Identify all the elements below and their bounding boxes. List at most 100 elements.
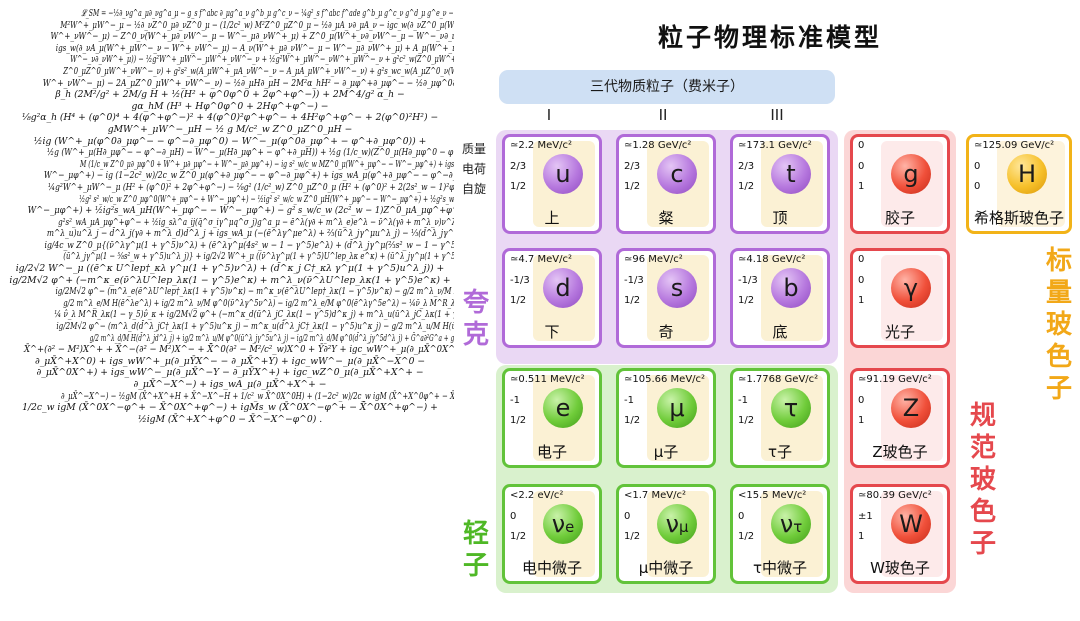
lagrangian-line: ¼ ν̂_λ M^R_λκ(1 − γ_5)ν̂_κ + ig/2M√2 φ^+… <box>54 309 454 321</box>
particle-name: 希格斯玻色子 <box>973 209 1064 227</box>
particle-name: 光子 <box>884 323 915 341</box>
particle-charge: 2/3 <box>510 161 527 172</box>
particle-name: μ子 <box>653 443 679 461</box>
fermion-banner: 三代物质粒子（费米子） <box>499 70 835 104</box>
particle-name: 底 <box>772 323 788 341</box>
particle-charge: 0 <box>858 275 865 286</box>
particle-ball: νμ <box>657 504 697 544</box>
particle-name: 奇 <box>658 323 674 341</box>
lagrangian-line: igs_w(∂_νA_μ(W^+_μW^−_ν − W^+_νW^−_μ) − … <box>55 42 454 54</box>
particle-name: τ中微子 <box>752 559 808 577</box>
lagrangian-line: ig/2√2 W^−_μ ((ē^κ U^lep†_κλ γ^μ(1 + γ^5… <box>15 263 445 275</box>
lagrangian-line: Z^0_μZ^0_μW^+_νW^−_ν) + g²s²_w(A_μW^+_μA… <box>63 65 454 77</box>
particle-spin: 1/2 <box>738 295 755 306</box>
particle-spin: 1/2 <box>738 181 755 192</box>
particle-ball: u <box>543 154 583 194</box>
particle-charm: ≃1.28 GeV/c² 2/3 1/2 c 粲 <box>616 134 716 234</box>
particle-mass: ≃1.28 GeV/c² <box>624 140 692 151</box>
lagrangian-line: ∂_μX̄^−X^−) − ½gM (X̄^+X^+H + X̄^−X^−H +… <box>61 390 454 402</box>
lagrangian-line: W^−_μφ^+) − ig (1−2c²_w)/2c_w Z^0_μ(φ^+∂… <box>43 170 454 182</box>
particle-symbol: u <box>555 160 571 188</box>
particle-name: 顶 <box>772 209 788 227</box>
particle-symbol: d <box>555 274 571 302</box>
particle-symbol: e <box>555 394 571 422</box>
particle-charge: -1 <box>738 395 748 406</box>
lagrangian-equation: 𝓛_SM = −½∂_νg^a_μ∂_νg^a_μ − g_s f^abc ∂_… <box>6 8 454 616</box>
particle-name: 粲 <box>658 209 674 227</box>
particle-mass: ≃96 MeV/c² <box>624 254 683 265</box>
particle-charge: 2/3 <box>738 161 755 172</box>
particle-mass: ≃4.18 GeV/c² <box>738 254 806 265</box>
lagrangian-line: 1/2c_w igM (X̄^0X^−φ^+ − X̄^0X^+φ^−) + i… <box>22 402 438 414</box>
particle-charge: 0 <box>974 161 981 172</box>
particle-symbol: ντ <box>779 510 803 538</box>
particle-name: 上 <box>544 209 560 227</box>
particle-name: W玻色子 <box>870 559 930 577</box>
particle-symbol: γ <box>903 274 919 302</box>
particle-spin: 1/2 <box>624 415 641 426</box>
lagrangian-line: ig/2M√2 φ^+ (−m^κ_e(ν̄^λU^lep_λκ(1 − γ^5… <box>9 274 451 286</box>
particle-symbol: g <box>903 160 919 188</box>
lagrangian-line: ½g² s²_w/c_w Z^0_μφ^0(W^+_μφ^− + W^−_μφ^… <box>79 193 454 205</box>
particle-charge: 2/3 <box>624 161 641 172</box>
particle-symbol: c <box>670 160 684 188</box>
particle-mass: 0 <box>858 254 865 265</box>
particle-spin: 1/2 <box>738 531 755 542</box>
particle-ball: τ <box>771 388 811 428</box>
particle-spin: 1/2 <box>510 415 527 426</box>
particle-symbol: μ <box>669 394 685 422</box>
particle-symbol: τ <box>783 394 799 422</box>
particle-ball: d <box>543 268 583 308</box>
generation-3-label: III <box>770 106 784 124</box>
particle-mass: ≃91.19 GeV/c² <box>858 374 932 385</box>
particle-mass: ≃2.2 MeV/c² <box>510 140 572 151</box>
lagrangian-line: m^λ_u)u^λ_j − d̄^λ_j(γ∂ + m^λ_d)d^λ_j + … <box>46 228 454 240</box>
lagrangian-line: g/2 m^λ_d/M H(d̄^λ_jd^λ_j) + ig/2 m^λ_u/… <box>89 332 454 344</box>
lagrangian-line: W^−_μφ^+) + ½ig²s_wA_μH(W^+_μφ^− − W^−_μ… <box>27 205 454 217</box>
lagrangian-line: M (1/c_w Z^0_μ∂_μφ^0 + W^+_μ∂_μφ^− + W^−… <box>79 158 454 170</box>
particle-name: 胶子 <box>884 209 915 227</box>
lagrangian-line: M²W^+_μW^−_μ − ½∂_νZ^0_μ∂_νZ^0_μ − (1/2c… <box>60 19 454 31</box>
gauge-bosons-label: 规范玻色子 <box>969 401 996 559</box>
lagrangian-line: ∂_μX̄^0X^+) + igs_wW^−_μ(∂_μX̄^−Y − ∂_μȲ… <box>36 367 424 379</box>
particle-charge: 0 <box>510 511 517 522</box>
particle-symbol: s <box>670 274 684 302</box>
lagrangian-line: W^+_νW^−_μ) − 2A_μZ^0_μW^+_νW^−_ν) − ½∂_… <box>42 77 454 89</box>
particle-mass: ≃80.39 GeV/c² <box>858 490 932 501</box>
lagrangian-line: g/2 m^λ_e/M H(ē^λe^λ) + ig/2 m^λ_ν/M φ^0… <box>63 297 454 309</box>
particle-name: 电子 <box>536 443 567 461</box>
particle-spin: 1/2 <box>624 181 641 192</box>
particle-mass: 0 <box>858 140 865 151</box>
lagrangian-line: gMW^+_μW^−_μH − ½ g M/c²_w Z^0_μZ^0_μH − <box>107 123 353 135</box>
particle-ball: c <box>657 154 697 194</box>
particle-spin: 1 <box>858 181 865 192</box>
particle-mass: ≃1.7768 GeV/c² <box>738 374 819 385</box>
particle-mass: <2.2 eV/c² <box>510 490 564 501</box>
particle-name: τ子 <box>767 443 793 461</box>
generation-1-label: I <box>546 106 552 124</box>
lagrangian-line: W^−_ν∂_νW^+_μ)) − ½g²W^+_μW^−_μW^+_νW^−_… <box>70 54 454 66</box>
lagrangian-line: W^+_νW^−_μ) − Z^0_ν(W^+_μ∂_νW^−_μ − W^−_… <box>50 31 454 43</box>
particle-mass: ≃0.511 MeV/c² <box>510 374 585 385</box>
particle-ball: s <box>657 268 697 308</box>
lagrangian-line: X̄^+(∂² − M²)X^+ + X̄^−(∂² − M²)X^− + X̄… <box>23 344 454 356</box>
particle-charge: -1/3 <box>738 275 758 286</box>
particle-spin: 1/2 <box>510 531 527 542</box>
particle-name: Z玻色子 <box>872 443 928 461</box>
lagrangian-line: (ū^λ_jγ^μ(1 − ⅝s²_w + γ^5)u^λ_j)} + ig/2… <box>63 251 454 263</box>
particle-name: 电中微子 <box>521 559 582 577</box>
lagrangian-line: ∂_μX̄^+X^0) + igs_wW^+_μ(∂_μȲX^− − ∂_μX̄… <box>34 355 426 367</box>
lagrangian-line: 𝓛_SM = −½∂_νg^a_μ∂_νg^a_μ − g_s f^abc ∂_… <box>81 8 454 19</box>
particle-charge: -1 <box>624 395 634 406</box>
